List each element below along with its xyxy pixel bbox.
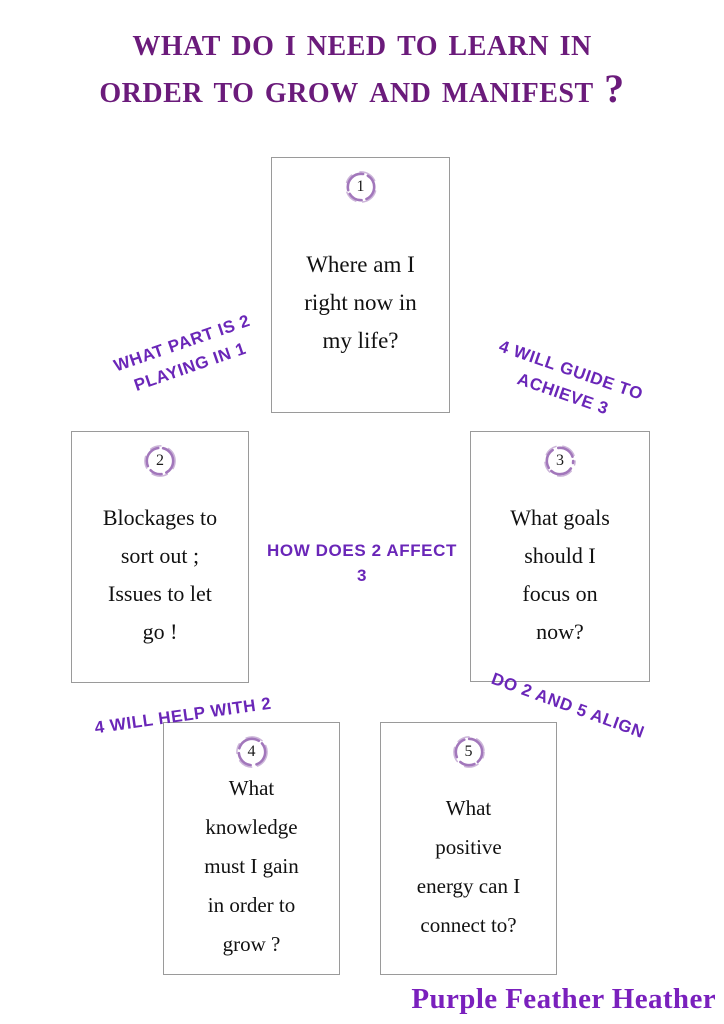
card-1-line-1: Where am I (306, 252, 415, 277)
card-question-4: What knowledge must I gain in order to g… (164, 769, 339, 974)
card-question-1: Where am I right now in my life? (272, 204, 449, 412)
card-number-1: 1 (356, 178, 365, 195)
card-question-3: What goals should I focus on now? (471, 478, 649, 681)
brush-circle-icon (544, 445, 576, 477)
card-1-line-3: my life? (322, 328, 399, 353)
card-2-line-3: Issues to let (108, 581, 212, 606)
card-3-line-1: What goals (510, 504, 610, 530)
card-number-3: 3 (556, 452, 564, 469)
card-2-line-4: go ! (142, 619, 178, 644)
card-4-line-4: in order to (207, 893, 296, 917)
spread-card-5[interactable]: 5 What positive energy can I connect to? (380, 722, 557, 975)
card-4-line-1: What (228, 776, 275, 800)
card-question-5: What positive energy can I connect to? (381, 769, 556, 974)
page-title-line-1: What do I need to learn in (132, 19, 592, 64)
card-3-line-2: should I (524, 542, 596, 568)
card-number-2: 2 (156, 452, 164, 469)
spread-card-1[interactable]: 1 Where am I right now in my life? (271, 157, 450, 413)
page-title-line-2: order to grow and manifest ? (99, 66, 625, 111)
card-3-line-3: focus on (522, 580, 598, 606)
card-number-badge-3: 3 (543, 444, 577, 478)
card-number-badge-4: 4 (235, 735, 269, 769)
card-2-line-2: sort out ; (120, 543, 200, 568)
signature-watermark: Purple Feather Heather (411, 983, 716, 1015)
spread-card-4[interactable]: 4 What knowledge must I gain in order to… (163, 722, 340, 975)
brush-circle-icon (452, 736, 485, 768)
card-4-line-5: grow ? (222, 932, 281, 956)
card-4-line-3: must I gain (204, 854, 299, 878)
brush-circle-icon (144, 445, 176, 477)
spread-card-2[interactable]: 2 Blockages to sort out ; Issues to let … (71, 431, 249, 683)
card-2-line-1: Blockages to (102, 505, 218, 530)
card-3-line-4: now? (536, 618, 584, 644)
card-number-badge-5: 5 (452, 735, 486, 769)
card-number-badge-2: 2 (143, 444, 177, 478)
connector-label-1-2: What part is 2 playing in 1 (111, 310, 253, 395)
card-number-4: 4 (247, 743, 256, 760)
connector-label-2-3: How does 2 affect 3 (267, 541, 457, 585)
brush-circle-icon (344, 171, 377, 203)
connector-label-3-4: 4 will guide to achieve 3 (496, 336, 646, 419)
card-5-line-1: What (445, 795, 492, 820)
card-4-line-2: knowledge (205, 815, 298, 839)
card-5-line-4: connect to? (420, 912, 517, 937)
brush-circle-icon (235, 736, 268, 768)
card-5-line-2: positive (435, 834, 502, 859)
page-title: What do I need to learn in order to grow… (0, 18, 724, 112)
card-1-line-2: right now in (304, 290, 417, 315)
card-5-line-3: energy can I (416, 873, 521, 898)
card-number-badge-1: 1 (344, 170, 378, 204)
card-question-2: Blockages to sort out ; Issues to let go… (72, 478, 248, 682)
card-number-5: 5 (464, 743, 473, 760)
spread-card-3[interactable]: 3 What goals should I focus on now? (470, 431, 650, 682)
